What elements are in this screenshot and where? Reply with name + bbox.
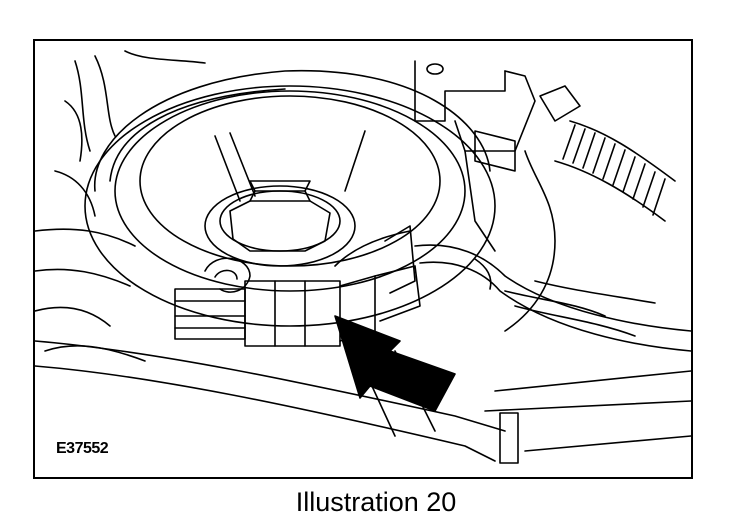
background-hoses xyxy=(35,50,206,362)
engine-component-drawing xyxy=(35,50,691,464)
center-bolt xyxy=(204,180,356,267)
illustration-frame: E37552 xyxy=(33,39,693,479)
wiring-harness xyxy=(414,244,691,352)
lower-chassis xyxy=(35,340,691,464)
pointer-arrow xyxy=(334,315,456,412)
figure-reference-code: E37552 xyxy=(56,440,109,457)
mounting-bracket xyxy=(414,60,581,332)
corrugated-conduit xyxy=(554,120,676,222)
figure-caption: Illustration 20 xyxy=(295,487,457,517)
pulley-housing xyxy=(84,69,496,327)
